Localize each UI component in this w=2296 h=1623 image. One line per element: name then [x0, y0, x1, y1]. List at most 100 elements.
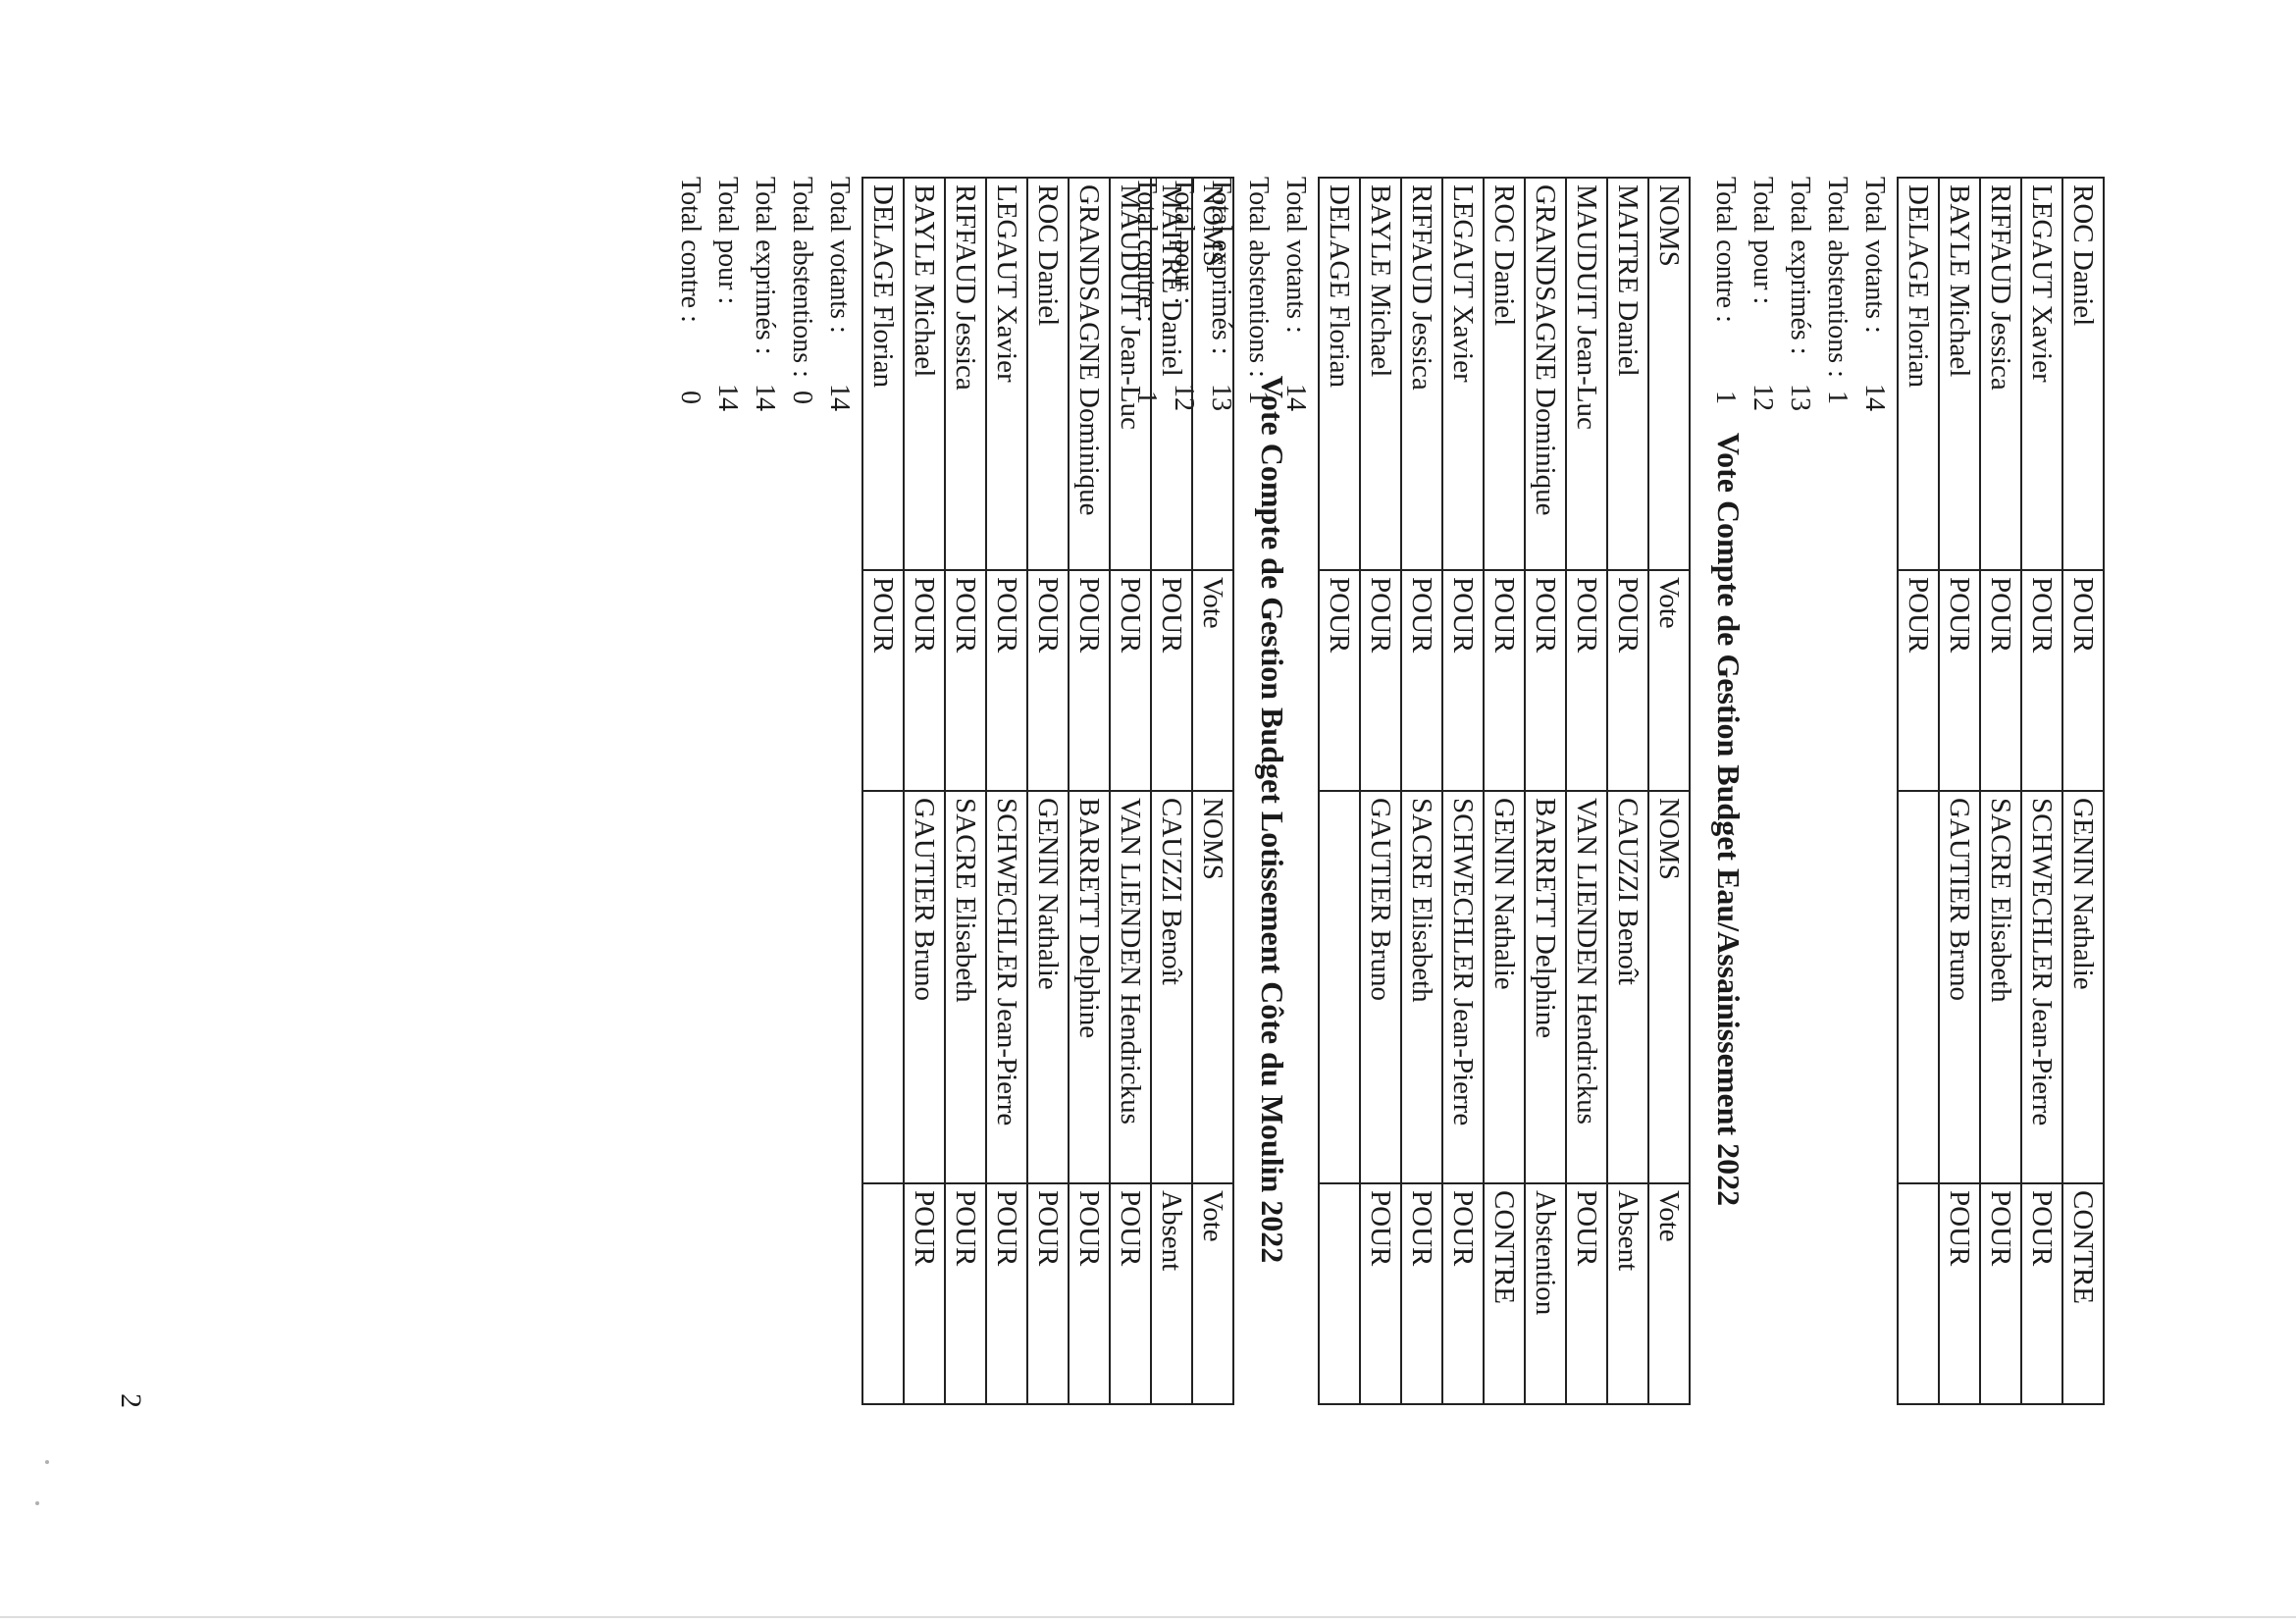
- total-label: Total contre :: [675, 177, 705, 323]
- total-label: Total votants :: [824, 177, 855, 334]
- header-names: NOMS: [1648, 178, 1690, 570]
- vote-cell: [1898, 1183, 1939, 1404]
- vote-cell: POUR: [1607, 570, 1648, 791]
- vote-cell: POUR: [904, 1183, 945, 1404]
- member-name-cell: SCHWECHLER Jean-Pierre: [1442, 791, 1484, 1183]
- section-2-title: Vote Compte de Gestion Budget Eau/Assain…: [1711, 432, 1747, 1207]
- member-name-cell: DELAGE Florian: [1898, 178, 1939, 570]
- total-label: Total pour :: [1748, 177, 1778, 305]
- vote-cell: POUR: [1027, 1183, 1069, 1404]
- vote-cell: POUR: [1319, 570, 1360, 791]
- table-header-row: NOMS Vote NOMS Vote: [1192, 178, 1233, 1404]
- vote-cell: POUR: [1360, 1183, 1401, 1404]
- vote-cell: POUR: [1939, 1183, 1980, 1404]
- total-label: Total abstentions :: [1822, 177, 1852, 378]
- total-value: 1: [1822, 391, 1852, 404]
- member-name-cell: VAN LIENDEN Hendrickus: [1566, 791, 1607, 1183]
- vote-cell: POUR: [1566, 1183, 1607, 1404]
- header-names: NOMS: [1648, 791, 1690, 1183]
- member-name-cell: RIFFAUD Jessica: [1980, 178, 2021, 570]
- total-value: 14: [824, 384, 855, 411]
- vote-cell: Absent: [1607, 1183, 1648, 1404]
- vote-cell: POUR: [945, 1183, 986, 1404]
- header-names: NOMS: [1192, 791, 1233, 1183]
- vote-cell: POUR: [1360, 570, 1401, 791]
- member-name-cell: MAITRE Daniel: [1607, 178, 1648, 570]
- vote-cell: POUR: [1110, 1183, 1151, 1404]
- member-name-cell: GAUTIER Bruno: [1939, 791, 1980, 1183]
- totals-row: Total exprimés :14: [746, 177, 783, 1462]
- member-name-cell: GENIN Nathalie: [1484, 791, 1525, 1183]
- vote-cell: POUR: [1069, 1183, 1110, 1404]
- member-name-cell: SACRE Elisabeth: [945, 791, 986, 1183]
- member-name-cell: LEGAUT Xavier: [1442, 178, 1484, 570]
- member-name-cell: ROC Daniel: [1484, 178, 1525, 570]
- member-name-cell: MAUDUIT Jean-Luc: [1566, 178, 1607, 570]
- header-vote: Vote: [1192, 1183, 1233, 1404]
- vote-cell: POUR: [1401, 570, 1442, 791]
- totals-row: Total exprimés : 13: [1781, 177, 1818, 1462]
- member-name-cell: GRANDSAGNE Dominique: [1069, 178, 1110, 570]
- member-name-cell: BARRETT Delphine: [1069, 791, 1110, 1183]
- member-name-cell: SACRE Elisabeth: [1980, 791, 2021, 1183]
- vote-cell: POUR: [2021, 570, 2062, 791]
- member-name-cell: BAYLE Michael: [904, 178, 945, 570]
- member-name-cell: CAUZZI Benoît: [1151, 791, 1192, 1183]
- vote-cell: [1319, 1183, 1360, 1404]
- vote-cell: Abstention: [1525, 1183, 1566, 1404]
- member-name-cell: BAYLE Michael: [1360, 178, 1401, 570]
- vote-cell: CONTRE: [2062, 1183, 2104, 1404]
- vote-cell: POUR: [2021, 1183, 2062, 1404]
- vote-cell: POUR: [986, 570, 1027, 791]
- member-name-cell: GENIN Nathalie: [1027, 791, 1069, 1183]
- member-name-cell: SACRE Elisabeth: [1401, 791, 1442, 1183]
- member-name-cell: RIFFAUD Jessica: [1401, 178, 1442, 570]
- member-name-cell: MAITRE Daniel: [1151, 178, 1192, 570]
- member-name-cell: GAUTIER Bruno: [1360, 791, 1401, 1183]
- header-names: NOMS: [1192, 178, 1233, 570]
- member-name-cell: BAYLE Michael: [1939, 178, 1980, 570]
- vote-cell: POUR: [1566, 570, 1607, 791]
- vote-cell: POUR: [1939, 570, 1980, 791]
- total-value: 14: [750, 384, 780, 411]
- total-value: 14: [1859, 384, 1890, 411]
- member-name-cell: LEGAUT Xavier: [2021, 178, 2062, 570]
- vote-cell: POUR: [1110, 570, 1151, 791]
- total-label: Total exprimés :: [1785, 177, 1815, 355]
- totals-row: Total votants : 14: [820, 177, 858, 1462]
- vote-cell: POUR: [986, 1183, 1027, 1404]
- totals-row: Total votants :14: [1855, 177, 1893, 1462]
- vote-cell: POUR: [904, 570, 945, 791]
- member-name-cell: ROC Daniel: [2062, 178, 2104, 570]
- member-name-cell: DELAGE Florian: [1319, 178, 1360, 570]
- vote-cell: POUR: [1898, 570, 1939, 791]
- vote-cell: Absent: [1151, 1183, 1192, 1404]
- total-value: 0: [787, 391, 817, 404]
- member-name-cell: [862, 791, 904, 1183]
- vote-cell: POUR: [1151, 570, 1192, 791]
- member-name-cell: MAUDUIT Jean-Luc: [1110, 178, 1151, 570]
- totals-row: Total pour :12: [1744, 177, 1781, 1462]
- total-value: 13: [1785, 384, 1815, 411]
